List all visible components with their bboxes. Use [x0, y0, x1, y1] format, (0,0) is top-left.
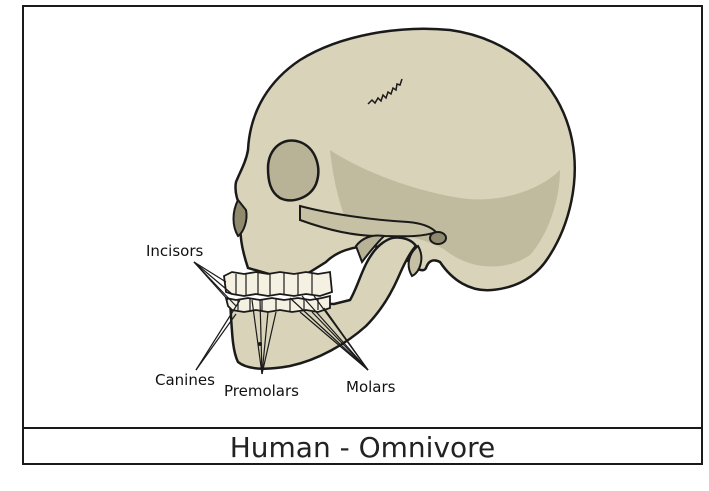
upper-teeth	[224, 272, 332, 296]
canines-leader	[196, 314, 236, 370]
ear-opening	[430, 232, 446, 244]
premolars-label: Premolars	[224, 382, 299, 400]
canines-label: Canines	[155, 371, 215, 389]
skull-illustration	[224, 29, 575, 369]
incisors-label: Incisors	[146, 242, 204, 260]
eye-socket	[268, 140, 318, 200]
molars-label: Molars	[346, 378, 396, 396]
